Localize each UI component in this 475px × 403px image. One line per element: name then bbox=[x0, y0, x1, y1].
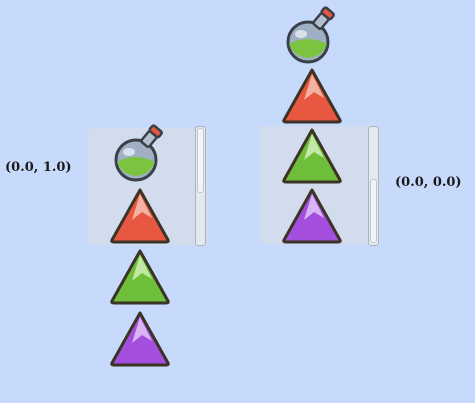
left-scroll-value-label: (0.0, 1.0) bbox=[5, 160, 72, 175]
right-purple-triangle-icon[interactable] bbox=[280, 184, 344, 248]
left-purple-triangle-icon[interactable] bbox=[108, 307, 172, 371]
left-green-triangle-icon[interactable] bbox=[108, 245, 172, 309]
right-green-triangle-icon[interactable] bbox=[280, 124, 344, 188]
right-scrollbar-thumb[interactable] bbox=[370, 179, 377, 243]
left-potion-icon[interactable] bbox=[108, 122, 172, 186]
right-red-triangle-icon[interactable] bbox=[280, 64, 344, 128]
left-red-triangle-icon[interactable] bbox=[108, 184, 172, 248]
left-scrollbar-thumb[interactable] bbox=[197, 128, 204, 193]
right-vertical-scrollbar[interactable] bbox=[368, 126, 379, 246]
right-scroll-value-label: (0.0, 0.0) bbox=[395, 175, 462, 190]
right-potion-icon[interactable] bbox=[280, 4, 344, 68]
left-vertical-scrollbar[interactable] bbox=[195, 126, 206, 246]
